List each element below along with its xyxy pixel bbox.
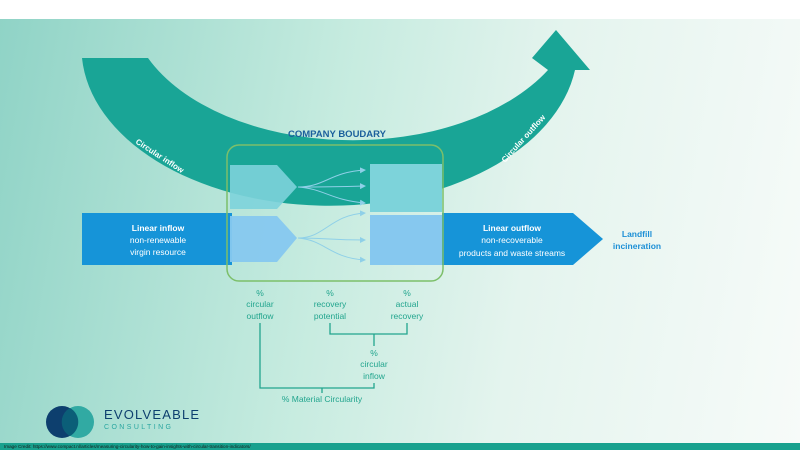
svg-text:circular: circular xyxy=(360,359,388,369)
circular-inflow-arrow xyxy=(230,165,297,209)
top-band xyxy=(0,0,800,19)
svg-text:outflow: outflow xyxy=(247,311,275,321)
svg-text:%: % xyxy=(256,288,264,298)
svg-text:recovery: recovery xyxy=(391,311,424,321)
flow-branches xyxy=(297,167,366,263)
company-boundary-box xyxy=(226,144,444,282)
linear-inflow-arrow xyxy=(230,216,297,262)
indicator-circular-inflow: % circular inflow xyxy=(360,348,388,381)
indicator-circular-outflow: % circular outflow xyxy=(246,288,274,321)
logo-mark-icon xyxy=(46,406,94,438)
linear-outflow-arrow xyxy=(442,213,603,265)
svg-text:%: % xyxy=(370,348,378,358)
svg-text:%: % xyxy=(326,288,334,298)
linear-inflow-line1: non-renewable xyxy=(130,235,187,245)
incineration-label: incineration xyxy=(613,241,661,251)
linear-outflow-line2: products and waste streams xyxy=(459,248,565,258)
circular-flow-arc xyxy=(82,30,590,206)
landfill-label: Landfill xyxy=(622,229,652,239)
svg-text:circular: circular xyxy=(246,299,274,309)
indicator-actual-recovery: % actual recovery xyxy=(391,288,424,321)
brand-name: EVOLVEABLE xyxy=(104,407,201,422)
linear-output-block xyxy=(370,215,442,265)
linear-inflow-line2: virgin resource xyxy=(130,247,186,257)
image-credit: Image Credit: https://www.compact.nl/art… xyxy=(4,444,251,449)
svg-text:recovery: recovery xyxy=(314,299,347,309)
indicator-recovery-potential: % recovery potential xyxy=(314,288,347,321)
linear-outflow-line1: non-recoverable xyxy=(481,235,543,245)
evolveable-logo: EVOLVEABLE CONSULTING xyxy=(44,404,244,440)
linear-outflow-title: Linear outflow xyxy=(483,223,541,233)
linear-inflow-bar xyxy=(82,213,232,265)
svg-text:%: % xyxy=(403,288,411,298)
indicator-connectors xyxy=(259,323,408,393)
svg-text:potential: potential xyxy=(314,311,346,321)
circular-output-block xyxy=(370,164,442,212)
brand-subtitle: CONSULTING xyxy=(104,424,174,431)
material-circularity-label: % Material Circularity xyxy=(282,394,363,404)
company-boundary-title: COMPANY BOUDARY xyxy=(288,129,387,140)
svg-text:inflow: inflow xyxy=(363,371,386,381)
svg-text:actual: actual xyxy=(396,299,419,309)
bottom-strip xyxy=(0,443,800,450)
linear-inflow-title: Linear inflow xyxy=(132,223,185,233)
